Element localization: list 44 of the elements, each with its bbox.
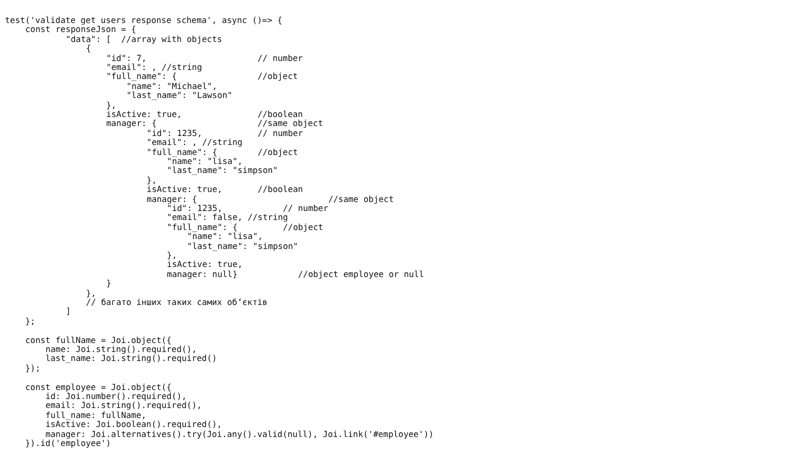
code-line: "last_name": "simpson" [187, 242, 298, 251]
code-line: "full_name": { //object [106, 72, 298, 82]
code-line: { [86, 44, 91, 54]
code-line: test('validate get users response schema', async ()=> { [5, 16, 282, 26]
code-line: const employee = Joi.object({ [25, 382, 172, 392]
code-line: "id": 1235, // number [166, 204, 328, 214]
code-line: "last_name": "simpson" [166, 166, 278, 176]
code-line: "email": , //string [106, 63, 202, 72]
code-line: isActive: true, //boolean [106, 110, 303, 120]
code-line: "id": 7, // number [106, 54, 303, 63]
code-line: manager: { //same object [146, 194, 394, 204]
code-line: }).id('employee') [25, 439, 111, 448]
code-line: }, [146, 176, 157, 186]
code-line: "email": false, //string [166, 213, 288, 223]
code-line: }; [25, 316, 36, 326]
code-line: "data": [ //array with objects [66, 34, 222, 44]
code-line: "full_name": { //object [166, 222, 324, 232]
code-line: "name": "Michael", [126, 82, 218, 92]
code-line: const responseJson = { [25, 25, 136, 35]
code-line: isActive: true, [166, 260, 243, 270]
code-line: ] [66, 307, 71, 317]
code-line: isActive: true, //boolean [146, 185, 303, 195]
code-line: "last_name": "Lawson" [126, 91, 232, 101]
code-line: } [106, 279, 112, 289]
code-line: "name": "lisa", [187, 232, 263, 242]
code-line: email: Joi.string().required(), [45, 401, 202, 411]
code-line: manager: Joi.alternatives().try(Joi.any().valid(null), Joi.link('#employee')) [45, 430, 434, 439]
code-line: // багато інших таких самих об’єктів [86, 298, 268, 308]
code-line: isActive: Joi.boolean().required(), [45, 420, 222, 430]
code-line: last_name: Joi.string().required() [45, 354, 217, 364]
code-line: manager: null} //object employee or null [166, 270, 424, 280]
code-line: }, [106, 100, 116, 110]
code-line: id: Joi.number().required(), [45, 392, 187, 402]
code-line: "full_name": { //object [146, 148, 298, 157]
code-line: full_name: fullName, [45, 410, 146, 420]
code-line: const fullName = Joi.object({ [25, 336, 172, 345]
code-line: }); [25, 364, 40, 374]
code-line: name: Joi.string().required(), [45, 345, 197, 354]
code-line: }, [86, 288, 96, 298]
code-line: }, [166, 251, 177, 260]
code-line: "id": 1235, // number [146, 128, 303, 138]
code-line: "name": "lisa", [166, 157, 243, 166]
code-line: "email": , //string [146, 138, 242, 148]
code-line: manager: { //same object [106, 119, 324, 129]
